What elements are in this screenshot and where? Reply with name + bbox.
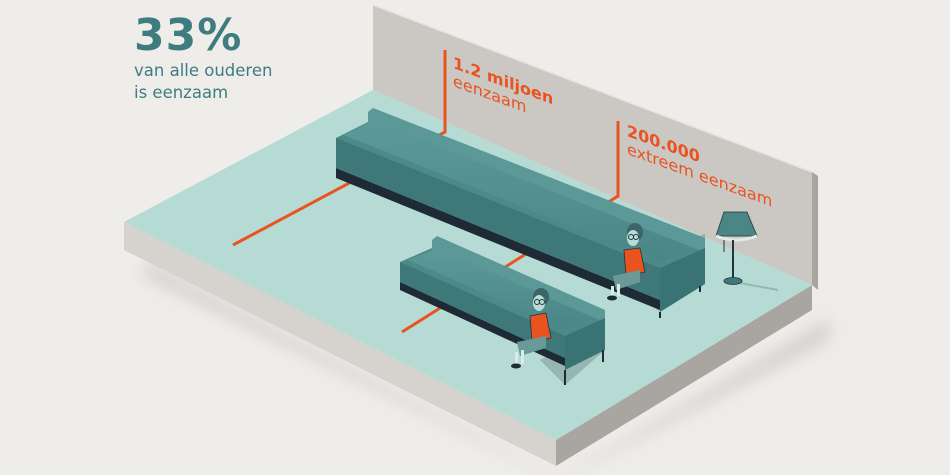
floor-lamp <box>715 211 779 291</box>
platform-front-left-face <box>124 222 556 466</box>
person-long-sofa <box>607 223 646 301</box>
headline-line-1: van alle ouderen <box>134 61 273 80</box>
back-wall <box>373 5 812 285</box>
long-sofa <box>336 108 705 318</box>
platform-shadow <box>140 262 830 475</box>
headline-percentage: 33% <box>134 10 243 61</box>
platform-front-right-face <box>556 285 812 466</box>
person-short-sofa <box>511 288 552 369</box>
headline-line-2: is eenzaam <box>134 83 229 102</box>
headline: 33% van alle ouderen is eenzaam <box>134 12 272 104</box>
marker-line-1-2-miljoen <box>232 50 447 247</box>
back-wall-edge <box>812 172 818 290</box>
